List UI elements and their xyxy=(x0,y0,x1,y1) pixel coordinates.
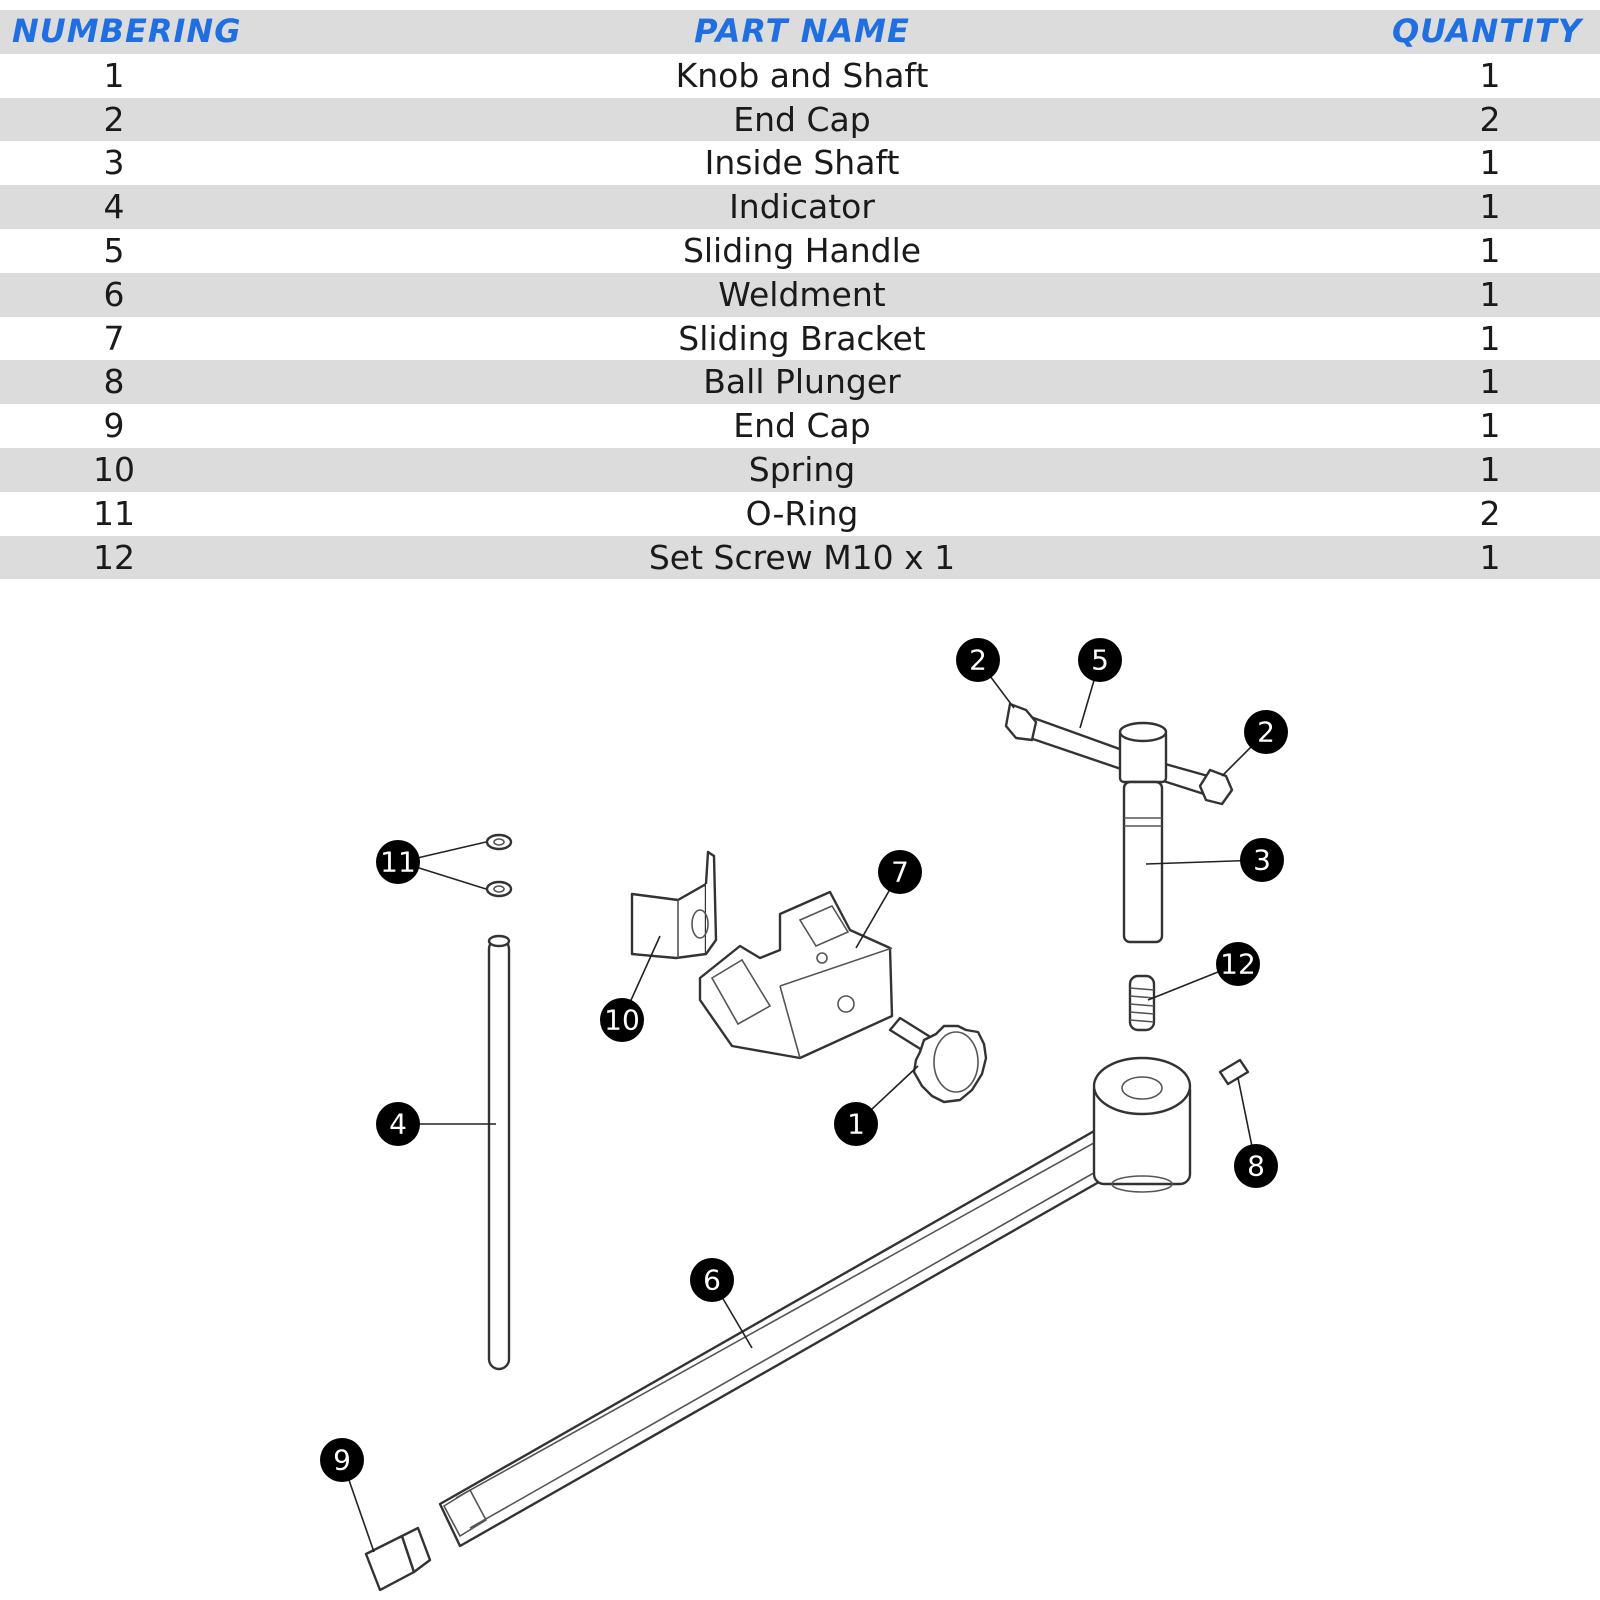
sliding-handle xyxy=(1004,702,1234,806)
row-part-name: Ball Plunger xyxy=(703,362,901,402)
end-cap-small xyxy=(364,1526,432,1592)
sliding-bracket xyxy=(698,890,894,1060)
callout-label: 3 xyxy=(1253,844,1271,877)
set-screw xyxy=(1128,974,1156,1032)
row-number: 6 xyxy=(103,274,125,314)
row-quantity: 2 xyxy=(1479,493,1501,533)
row-part-name: Indicator xyxy=(729,187,875,227)
callout-label: 2 xyxy=(1257,716,1275,749)
row-part-name: Inside Shaft xyxy=(704,143,900,183)
row-quantity: 1 xyxy=(1479,318,1501,358)
table-header-row: NUMBERING PART NAME QUANTITY xyxy=(0,10,1600,54)
callout-label: 4 xyxy=(389,1108,407,1141)
row-quantity: 1 xyxy=(1479,187,1501,227)
callout-label: 12 xyxy=(1220,948,1256,981)
row-part-name: Knob and Shaft xyxy=(675,55,929,95)
row-part-name: Sliding Handle xyxy=(682,230,922,270)
indicator-rod xyxy=(487,934,511,1371)
header-part-name: PART NAME xyxy=(694,12,910,50)
row-number: 10 xyxy=(93,449,135,489)
row-number: 7 xyxy=(103,318,125,358)
row-part-name: Set Screw M10 x 1 xyxy=(648,537,956,577)
row-quantity: 1 xyxy=(1479,274,1501,314)
callout-label: 1 xyxy=(847,1108,865,1141)
table-row: 4 Indicator 1 xyxy=(0,185,1600,229)
row-quantity: 1 xyxy=(1479,230,1501,270)
row-number: 2 xyxy=(103,99,125,139)
weldment xyxy=(438,1056,1192,1548)
callout-label: 8 xyxy=(1247,1150,1265,1183)
row-number: 3 xyxy=(103,143,125,183)
row-number: 9 xyxy=(103,406,125,446)
row-part-name: End Cap xyxy=(733,406,871,446)
callout-label: 9 xyxy=(333,1444,351,1477)
o-rings xyxy=(485,833,513,898)
table-row: 11 O-Ring 2 xyxy=(0,492,1600,536)
callout-5: 5 xyxy=(1078,638,1122,682)
row-part-name: O-Ring xyxy=(745,493,859,533)
table-row: 9 End Cap 1 xyxy=(0,404,1600,448)
row-number: 8 xyxy=(103,362,125,402)
row-quantity: 1 xyxy=(1479,537,1501,577)
row-quantity: 1 xyxy=(1479,406,1501,446)
callout-2a: 2 xyxy=(956,638,1000,682)
row-number: 4 xyxy=(103,187,125,227)
inside-shaft xyxy=(1122,780,1164,944)
table-row: 10 Spring 1 xyxy=(0,447,1600,492)
callout-label: 11 xyxy=(380,846,416,879)
row-number: 12 xyxy=(93,537,135,577)
callout-4: 4 xyxy=(376,1102,420,1146)
row-quantity: 2 xyxy=(1479,99,1501,139)
row-part-name: Spring xyxy=(748,449,856,489)
row-quantity: 1 xyxy=(1479,362,1501,402)
table-row: 1 Knob and Shaft 1 xyxy=(0,54,1600,98)
table-row: 8 Ball Plunger 1 xyxy=(0,360,1600,405)
row-part-name: End Cap xyxy=(733,99,871,139)
row-number: 11 xyxy=(93,493,135,533)
row-number: 1 xyxy=(103,55,125,95)
callout-label: 7 xyxy=(891,856,909,889)
table-row: 7 Sliding Bracket 1 xyxy=(0,317,1600,361)
callout-label: 2 xyxy=(969,644,987,677)
callout-6: 6 xyxy=(690,1258,734,1302)
table-row: 3 Inside Shaft 1 xyxy=(0,141,1600,185)
table-row: 2 End Cap 2 xyxy=(0,97,1600,142)
row-part-name: Weldment xyxy=(718,274,886,314)
table-row: 6 Weldment 1 xyxy=(0,272,1600,317)
callout-7: 7 xyxy=(878,850,922,894)
callout-9: 9 xyxy=(320,1438,364,1482)
row-part-name: Sliding Bracket xyxy=(678,318,926,358)
ball-plunger xyxy=(1218,1058,1250,1086)
callout-label: 10 xyxy=(604,1004,640,1037)
row-number: 5 xyxy=(103,230,125,270)
callout-1: 1 xyxy=(834,1102,878,1146)
callout-12: 12 xyxy=(1216,942,1260,986)
callout-11: 11 xyxy=(376,840,420,884)
callout-10: 10 xyxy=(600,998,644,1042)
callout-label: 5 xyxy=(1091,644,1109,677)
table-row: 12 Set Screw M10 x 1 1 xyxy=(0,535,1600,580)
callout-label: 6 xyxy=(703,1264,721,1297)
header-quantity: QUANTITY xyxy=(1391,12,1582,50)
knob-and-shaft xyxy=(888,1016,988,1104)
callout-3: 3 xyxy=(1240,838,1284,882)
row-quantity: 1 xyxy=(1479,143,1501,183)
callout-8: 8 xyxy=(1234,1144,1278,1188)
row-quantity: 1 xyxy=(1479,449,1501,489)
header-numbering: NUMBERING xyxy=(12,12,242,50)
parts-table: NUMBERING PART NAME QUANTITY 1 Knob and … xyxy=(0,10,1600,580)
row-quantity: 1 xyxy=(1479,55,1501,95)
spring-clip xyxy=(630,850,718,960)
table-row: 5 Sliding Handle 1 xyxy=(0,229,1600,273)
callout-2b: 2 xyxy=(1244,710,1288,754)
